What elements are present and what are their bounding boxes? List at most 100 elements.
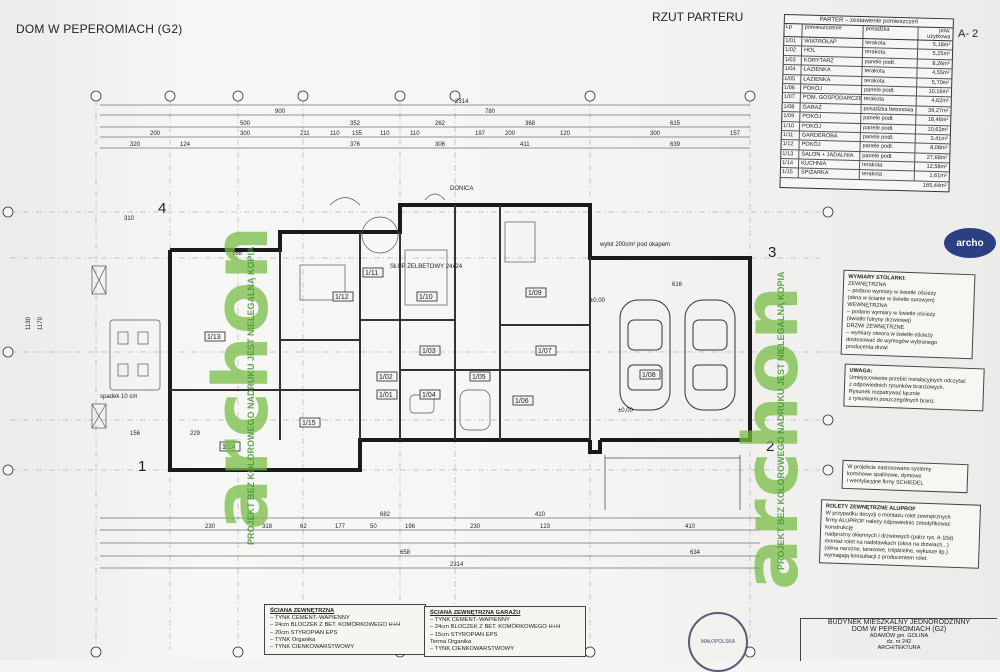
interior-walls — [170, 205, 591, 440]
col-room: pomieszczenie — [802, 24, 864, 39]
level-garage-label: ±0,00 — [618, 408, 634, 414]
room-1-11: 1/11 — [365, 270, 378, 277]
room-table-cell: 1/14 — [780, 159, 800, 168]
legend-line: – TYNK CEMENT.-WAPIENNY — [270, 615, 350, 622]
dim-r3-10: 300 — [650, 131, 661, 137]
title-block-line1: BUDYNEK MIESZKALNY JEDNORODZINNY — [827, 619, 971, 626]
title-block-line4: dz. nr 242 — [886, 639, 912, 645]
room-table-cell: 8,08m² — [930, 145, 948, 152]
room-table-cell: 39,27m² — [927, 107, 949, 115]
room-table-cell: 5,25m² — [932, 51, 951, 58]
legend-line: – TYNK CEMENT.-WAPIENNY — [430, 617, 510, 624]
room-table-cell: SALON + JADALNIA — [799, 150, 861, 161]
room-table-cell: 1/13 — [781, 149, 800, 159]
legend-line: – TYNK CIENKOWARSTWOWY — [430, 646, 515, 653]
axis-markers — [2, 90, 834, 658]
drawing-title: DOM W PEPEROMIACH (G2) — [16, 22, 183, 36]
dim-b2-4: 50 — [370, 524, 377, 530]
dim-r3-9: 120 — [560, 131, 571, 137]
room-table-cell: terakota — [859, 161, 916, 171]
watermark-right-sub: PROJEKT BEZ KOLOROWEGO NADRUKU JEST NIEL… — [776, 271, 786, 570]
room-table-cell: 3,41m² — [930, 135, 948, 143]
room-table-cell: SPIŻARKA — [798, 168, 860, 179]
driveway — [604, 455, 741, 510]
engineer-stamp: MAŁOPOLSKA — [688, 612, 748, 672]
garage-cars — [619, 299, 736, 411]
room-1-01: 1/01 — [379, 392, 393, 399]
room-table-cell: 1/04 — [783, 65, 802, 75]
dim-r4-3: 306 — [435, 142, 446, 148]
dim-r3-0: 200 — [150, 131, 161, 137]
room-table-cell: GARAŻ — [800, 103, 862, 114]
dim-r3-6: 110 — [410, 131, 420, 137]
zone-3: 3 — [768, 244, 777, 261]
col-lp: Lp — [784, 24, 803, 37]
legend-line: – TYNK Organika — [270, 636, 316, 643]
legend-left-lines: – TYNK CEMENT.-WAPIENNY– 24cm BLOCZEK Z … — [270, 615, 420, 651]
room-table-cell: panele podł. — [862, 57, 918, 68]
dim-r2-3: 368 — [525, 121, 536, 127]
furniture — [109, 193, 536, 431]
dim-r3-3: 110 — [330, 131, 340, 137]
dim-misc-3: 156 — [130, 431, 141, 437]
sheet-number: A- 2 — [958, 28, 979, 40]
room-table-cell: 1/11 — [781, 130, 800, 140]
room-table-cell: POKÓJ — [799, 140, 861, 151]
dim-r3-5: 110 — [380, 131, 390, 137]
level-label: ±0,00 — [590, 298, 606, 304]
dim-b1-0: 682 — [380, 512, 391, 518]
room-table-cell: panele podł. — [861, 86, 918, 96]
title-block-line3: ADAMÓW gm. GOLINA — [869, 633, 929, 639]
note-rolety-lines: W przypadku decyzji o montażu rolet zewn… — [824, 510, 976, 564]
legend-right-title: ŚCIANA ZEWNĘTRZNA GARAŻU — [430, 610, 521, 616]
dim-r4-5: 639 — [670, 142, 681, 148]
room-table-cell: POKÓJ — [799, 121, 862, 132]
room-table-cell: 1/07 — [782, 93, 801, 103]
title-block-line2: DOM W PEPEROMIACH (G2) — [851, 626, 947, 633]
dim-r4-1: 124 — [180, 142, 191, 148]
room-table-cell: 1/12 — [781, 140, 800, 150]
watermark-left-sub: PROJEKT BEZ KOLOROWEGO NADRUKU JEST NIEL… — [246, 246, 256, 545]
dim-left-1: 1170 — [38, 316, 44, 330]
room-table-cell: POKÓJ — [800, 84, 863, 95]
col-floor: posadzka — [863, 26, 919, 40]
room-1-08: 1/08 — [642, 372, 656, 379]
room-1-09: 1/09 — [528, 290, 542, 297]
room-table-cell: 4,62m² — [931, 98, 949, 105]
spadek-label: spadek 10 cm — [100, 394, 137, 400]
room-table-cell: 10,16m² — [928, 88, 950, 96]
note-uwaga: UWAGA: Umiejscowienie przebić instalacyj… — [843, 363, 985, 412]
room-table-cell: 1,61m² — [929, 173, 947, 180]
room-table-cell: 27,68m² — [926, 154, 948, 162]
slup-label: SŁUP ŻELBETOWY 24x24 — [390, 263, 463, 270]
legend-exterior-wall: ŚCIANA ZEWNĘTRZNA – TYNK CEMENT.-WAPIENN… — [264, 604, 426, 656]
room-table-cell: ŁAZIENKA — [801, 75, 863, 86]
title-block-line5: ARCHITEKTURA — [877, 645, 921, 651]
room-table-cell: panele podł. — [860, 132, 916, 143]
legend-line: – 20cm STYROPIAN EPS — [270, 629, 338, 636]
room-table-cell: 1/03 — [783, 55, 802, 65]
legend-line: – TYNK CIENKOWARSTWOWY — [270, 644, 355, 651]
dim-b2-3: 177 — [335, 524, 346, 530]
room-table-cell: panele podł. — [860, 151, 916, 162]
legend-line: – 15cm STYROPIAN EPS — [430, 631, 498, 638]
room-table-cell: panele podł. — [860, 123, 917, 134]
zone-2: 2 — [766, 438, 775, 455]
room-table-cell: 1/10 — [781, 121, 801, 131]
room-table-cell: terakota — [862, 48, 919, 59]
dim-misc-1: 310 — [124, 216, 135, 222]
room-table-cell: WIATROŁAP — [802, 37, 864, 48]
room-table-cell: 4,55m² — [932, 70, 950, 77]
zone-1: 1 — [138, 458, 147, 475]
dim-r2-0: 500 — [240, 121, 251, 127]
room-1-07: 1/07 — [538, 348, 552, 355]
dim-b2-8: 410 — [685, 524, 696, 530]
dim-b2-5: 196 — [405, 524, 416, 530]
room-table-cell: GARDEROBA — [799, 131, 861, 142]
col-area: pow. użytkowa — [927, 28, 951, 41]
dim-r3-1: 300 — [240, 131, 251, 137]
dim-b2-0: 230 — [205, 524, 216, 530]
dim-b2-1: 318 — [262, 524, 273, 530]
